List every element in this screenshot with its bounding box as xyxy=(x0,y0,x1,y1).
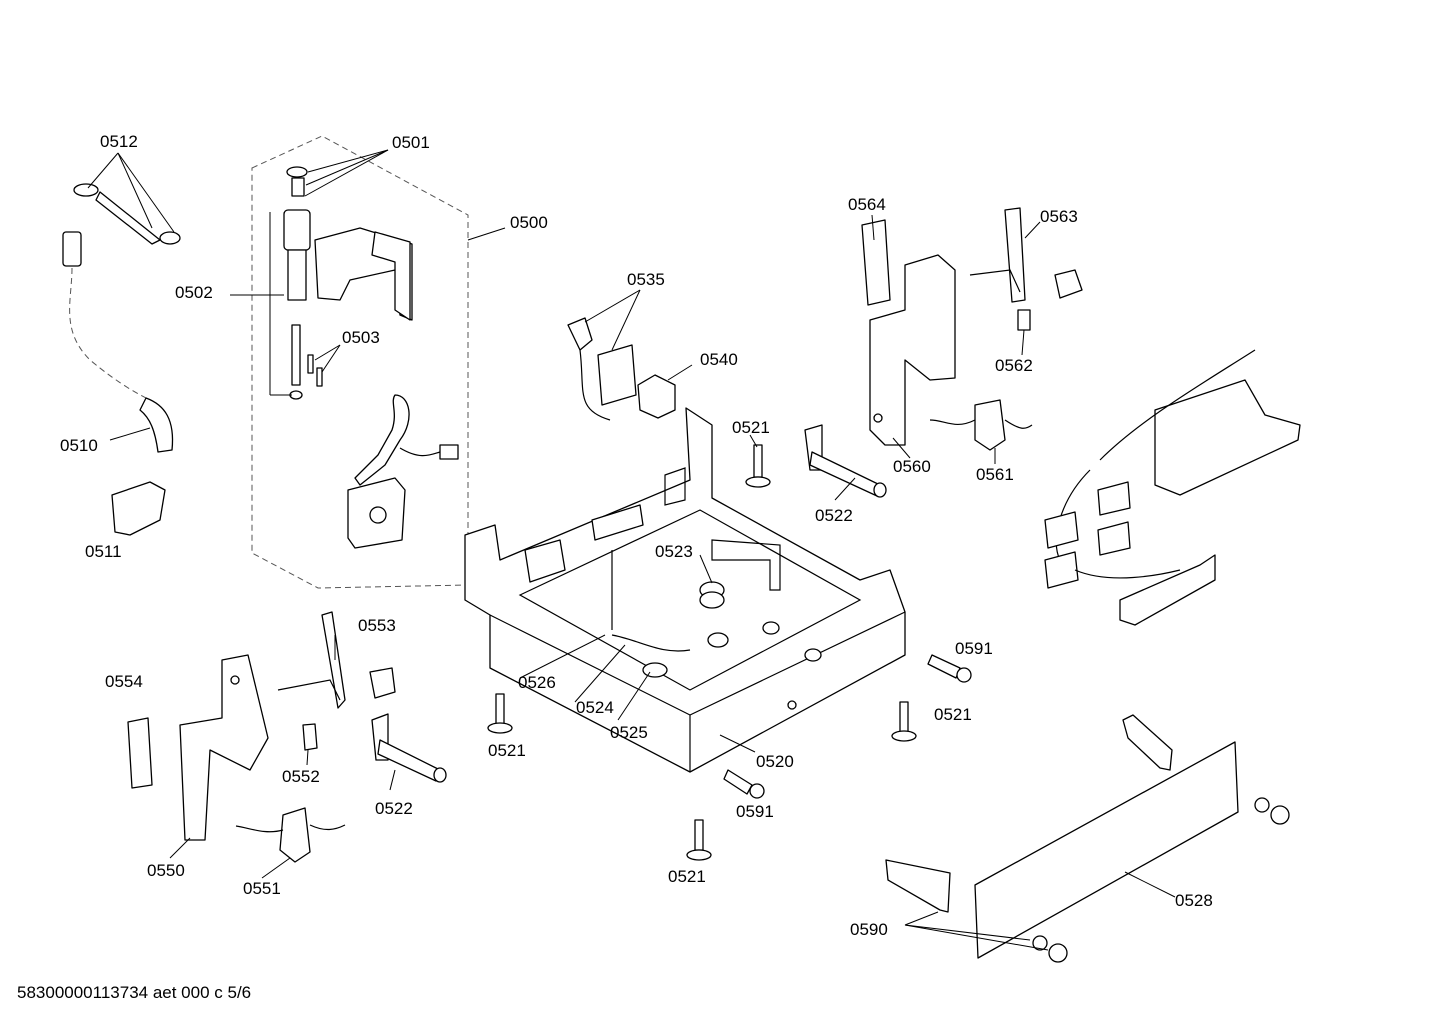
label-0550: 0550 xyxy=(147,861,185,880)
part-labels: 0512 0501 0500 0502 0503 0510 0511 0535 … xyxy=(60,132,1213,939)
label-0521-left: 0521 xyxy=(488,741,526,760)
label-0512: 0512 xyxy=(100,132,138,151)
part-0511-bracket xyxy=(111,481,166,536)
part-0551-actuator xyxy=(235,807,346,863)
label-0502: 0502 xyxy=(175,283,213,302)
part-0512-hose xyxy=(73,183,181,245)
label-0591-bottom: 0591 xyxy=(736,802,774,821)
label-0528: 0528 xyxy=(1175,891,1213,910)
part-0520-base-frame xyxy=(464,407,906,773)
part-0560-plate xyxy=(869,254,956,446)
part-spiral-hose xyxy=(354,394,459,486)
label-0560: 0560 xyxy=(893,457,931,476)
label-0522-top: 0522 xyxy=(815,506,853,525)
part-0553-bracket xyxy=(277,611,396,709)
leader-lines xyxy=(87,149,1176,951)
label-0520: 0520 xyxy=(756,752,794,771)
label-0501: 0501 xyxy=(392,133,430,152)
label-0553: 0553 xyxy=(358,616,396,635)
part-0563-bracket xyxy=(969,207,1083,303)
label-0500: 0500 xyxy=(510,213,548,232)
label-0521-top: 0521 xyxy=(732,418,770,437)
label-0524: 0524 xyxy=(576,698,614,717)
label-0525: 0525 xyxy=(610,723,648,742)
label-0510: 0510 xyxy=(60,436,98,455)
part-0550-plate xyxy=(179,654,269,841)
label-0563: 0563 xyxy=(1040,207,1078,226)
label-0554: 0554 xyxy=(105,672,143,691)
part-0554-cover xyxy=(127,717,153,789)
drawing-number-footer: 58300000113734 aet 000 c 5/6 xyxy=(17,983,251,1002)
part-0521-screw-right xyxy=(891,701,917,742)
label-0562: 0562 xyxy=(995,356,1033,375)
part-0502-valve xyxy=(283,166,413,400)
part-0510-drain-hose xyxy=(62,231,174,453)
label-0590: 0590 xyxy=(850,920,888,939)
label-0591-right: 0591 xyxy=(955,639,993,658)
part-0521-screw-left xyxy=(487,693,513,734)
label-0552: 0552 xyxy=(282,767,320,786)
part-0522-spring-bottom xyxy=(371,713,447,783)
label-0551: 0551 xyxy=(243,879,281,898)
part-0562-clip xyxy=(1017,309,1031,331)
part-wiring-harness xyxy=(1044,349,1301,626)
label-0526: 0526 xyxy=(518,673,556,692)
part-0591-bolt-right xyxy=(927,654,972,683)
part-valve-bracket xyxy=(347,477,406,549)
part-0535-connector xyxy=(567,317,637,421)
part-0521-screw-top xyxy=(745,444,771,488)
label-0503: 0503 xyxy=(342,328,380,347)
part-0552-clip xyxy=(302,723,318,751)
part-0561-actuator xyxy=(929,399,1033,451)
label-0522-bottom: 0522 xyxy=(375,799,413,818)
label-0535: 0535 xyxy=(627,270,665,289)
label-0521-bottom: 0521 xyxy=(668,867,706,886)
part-0540-module xyxy=(637,374,676,419)
part-0528-panel xyxy=(885,714,1290,963)
label-0523: 0523 xyxy=(655,542,693,561)
label-0511: 0511 xyxy=(85,542,122,561)
label-0564: 0564 xyxy=(848,195,886,214)
part-0521-screw-bottom xyxy=(686,819,712,861)
part-0591-bolt-bottom xyxy=(723,769,765,799)
label-0561: 0561 xyxy=(976,465,1014,484)
part-0503-sensor xyxy=(307,354,323,387)
part-0564-cover xyxy=(861,219,891,306)
label-0521-right: 0521 xyxy=(934,705,972,724)
label-0540: 0540 xyxy=(700,350,738,369)
part-0522-spring-top xyxy=(804,424,887,498)
